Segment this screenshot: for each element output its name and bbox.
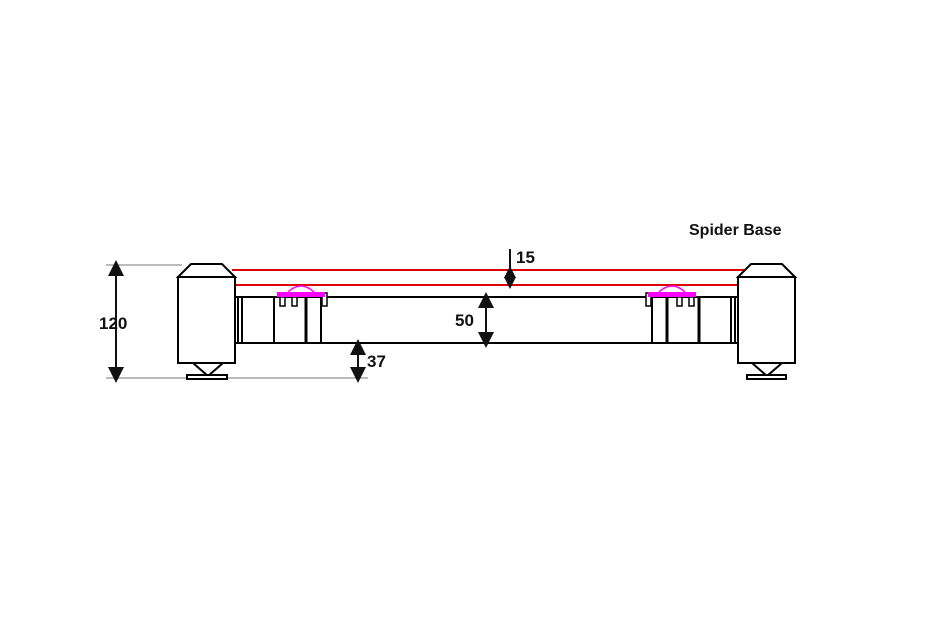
dim-label-ground-clearance: 37: [367, 352, 386, 371]
left-pillar: [175, 263, 238, 380]
dim-label-beam-height: 50: [455, 311, 474, 330]
diagram-title: Spider Base: [689, 222, 782, 239]
spike-pad-left: [277, 285, 325, 297]
right-pillar: [735, 263, 798, 380]
mounting-tabs: [279, 292, 695, 307]
dim-label-overall-height: 120: [99, 314, 127, 333]
spike-pad-right: [648, 285, 696, 297]
shelf-lines: [232, 269, 744, 286]
dim-label-top-gap: 15: [516, 248, 535, 267]
